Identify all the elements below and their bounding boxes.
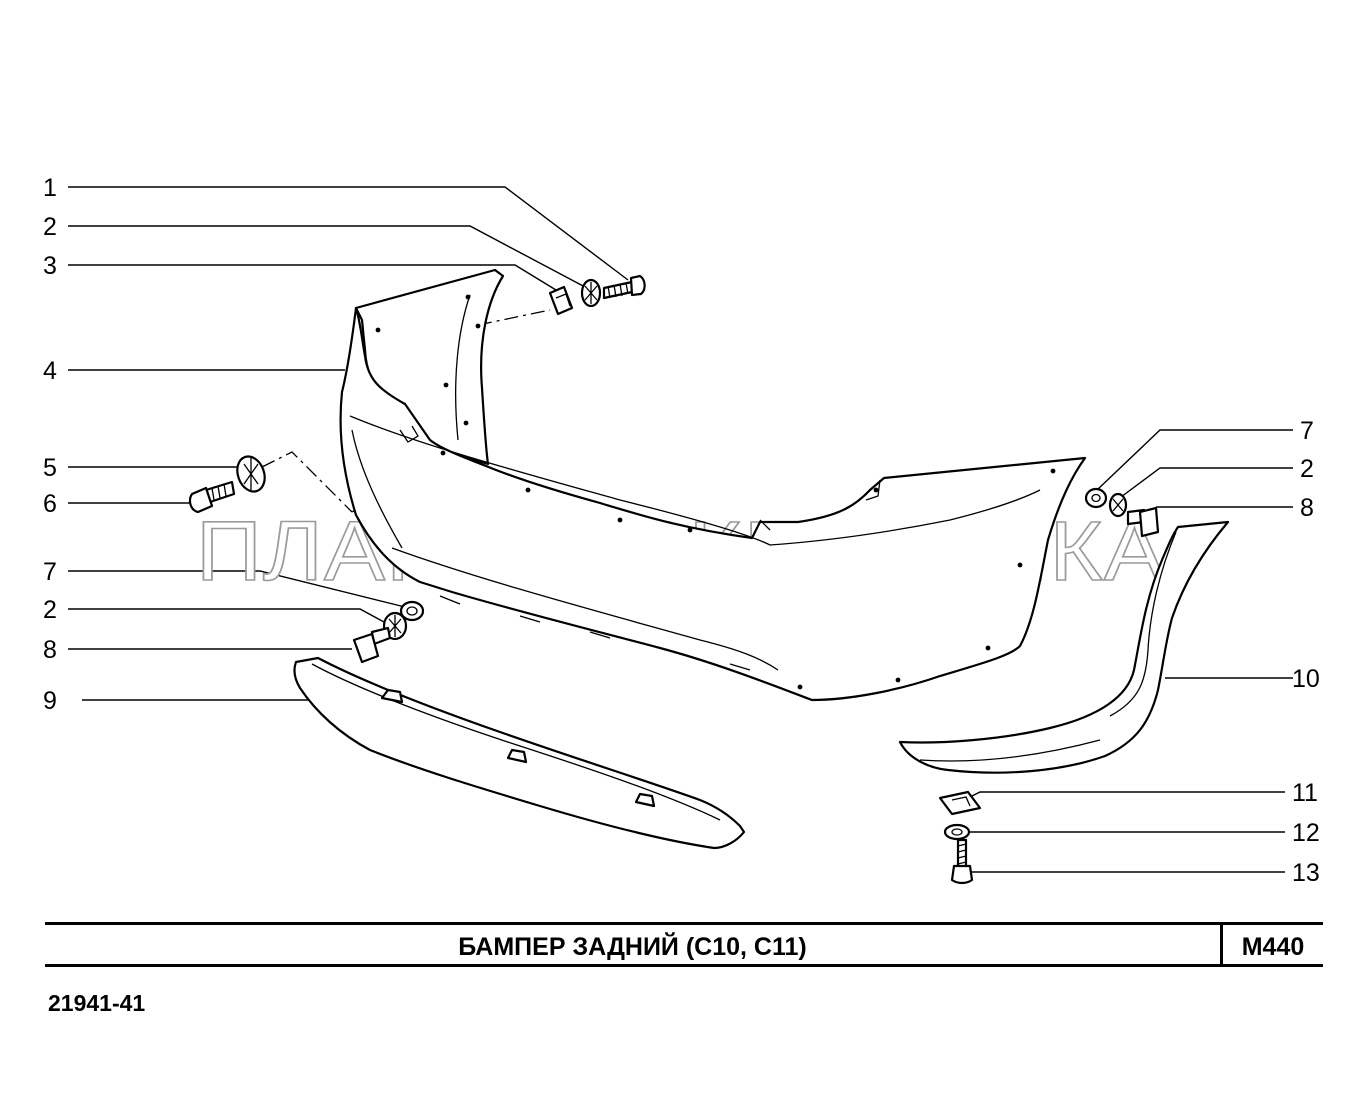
bolt-8-right	[1126, 506, 1160, 538]
callout-8-right: 8	[1300, 494, 1314, 522]
bolt-6	[188, 480, 236, 514]
callout-13: 13	[1292, 859, 1320, 887]
washer-12	[943, 823, 971, 841]
callout-5: 5	[43, 454, 57, 482]
callout-6: 6	[43, 490, 57, 518]
callout-8-left: 8	[43, 636, 57, 664]
nut-7-left	[399, 600, 425, 622]
callout-2-top: 2	[43, 213, 57, 241]
callout-labels: 1 2 3 4 5 6 7 2 8 9 7 2 8 10 11 12 13	[43, 174, 1320, 887]
screw-1	[602, 274, 646, 300]
callout-12: 12	[1292, 819, 1320, 847]
callout-11: 11	[1292, 779, 1318, 807]
callout-2-left: 2	[43, 596, 57, 624]
callout-10: 10	[1292, 665, 1320, 693]
toothed-washer-5	[236, 455, 266, 493]
callout-7-left: 7	[43, 558, 57, 586]
callout-9: 9	[43, 687, 57, 715]
diagram-title: БАМПЕР ЗАДНИЙ (С10, С11)	[458, 933, 807, 961]
clip-3	[548, 285, 574, 316]
bolt-8-left	[352, 626, 392, 664]
callout-1: 1	[43, 174, 57, 202]
title-block: БАМПЕР ЗАДНИЙ (С10, С11) М440	[45, 922, 1323, 967]
model-code: 21941-41	[48, 990, 146, 1016]
page-code: М440	[1241, 933, 1305, 961]
callout-7-right: 7	[1300, 417, 1314, 445]
leader-lines	[68, 186, 1293, 873]
side-bracket-trim	[898, 520, 1230, 774]
toothed-washer-2-top	[580, 278, 602, 308]
rear-bumper-cover	[339, 268, 1087, 702]
title-divider	[1220, 925, 1223, 964]
screw-13	[950, 838, 974, 885]
clip-nut-11	[938, 790, 982, 816]
callout-4: 4	[43, 357, 57, 385]
toothed-washer-2-right	[1108, 492, 1128, 518]
callout-2-right: 2	[1300, 455, 1314, 483]
lower-spoiler-trim	[293, 656, 746, 850]
callout-3: 3	[43, 252, 57, 280]
nut-7-right	[1084, 487, 1108, 509]
